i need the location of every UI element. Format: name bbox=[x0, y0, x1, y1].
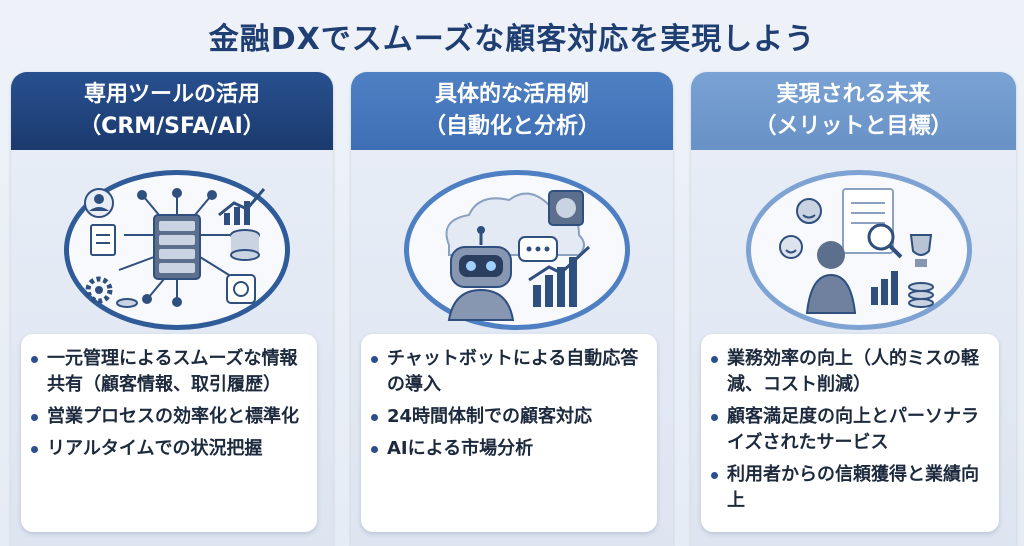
column-examples-heading: 具体的な活用例 bbox=[434, 82, 589, 107]
column-tools-heading: 専用ツールの活用 bbox=[83, 82, 260, 107]
list-item: 利用者からの信頼獲得と業績向上 bbox=[711, 462, 985, 514]
list-item: リアルタイムでの状況把握 bbox=[31, 436, 303, 462]
list-item: 営業プロセスの効率化と標準化 bbox=[31, 404, 303, 430]
column-examples-card: チャットボットによる自動応答の導入 24時間体制での顧客対応 AIによる市場分析 bbox=[361, 334, 657, 532]
list-item: チャットボットによる自動応答の導入 bbox=[371, 346, 643, 398]
column-examples-header: 具体的な活用例 （自動化と分析） bbox=[351, 72, 673, 150]
column-future-card: 業務効率の向上（人的ミスの軽減、コスト削減） 顧客満足度の向上とパーソナライズさ… bbox=[701, 334, 999, 532]
sparkle-icon bbox=[962, 486, 998, 522]
column-future-subheading: （メリットと目標） bbox=[754, 114, 953, 139]
list-item: 24時間体制での顧客対応 bbox=[371, 404, 643, 430]
list-item: 顧客満足度の向上とパーソナライズされたサービス bbox=[711, 404, 985, 456]
column-examples-subheading: （自動化と分析） bbox=[423, 114, 600, 139]
column-tools-card: 一元管理によるスムーズな情報共有（顧客情報、取引履歴） 営業プロセスの効率化と標… bbox=[21, 334, 317, 532]
list-item: 一元管理によるスムーズな情報共有（顧客情報、取引履歴） bbox=[31, 346, 303, 398]
server-network-icon bbox=[64, 170, 290, 330]
column-tools: 専用ツールの活用 （CRM/SFA/AI） bbox=[11, 72, 333, 546]
success-future-icon bbox=[745, 170, 972, 330]
column-tools-header: 専用ツールの活用 （CRM/SFA/AI） bbox=[11, 72, 333, 150]
column-future-heading: 実現される未来 bbox=[776, 82, 931, 107]
column-future-header: 実現される未来 （メリットと目標） bbox=[691, 72, 1016, 150]
column-examples: 具体的な活用例 （自動化と分析） チャットボットによる自動応答の導入 24時 bbox=[351, 72, 673, 546]
list-item: AIによる市場分析 bbox=[371, 436, 643, 462]
list-item: 業務効率の向上（人的ミスの軽減、コスト削減） bbox=[711, 346, 985, 398]
page-title: 金融DXでスムーズな顧客対応を実現しよう bbox=[208, 22, 816, 57]
column-tools-subheading: （CRM/SFA/AI） bbox=[79, 114, 265, 139]
column-future: 実現される未来 （メリットと目標） 業務効率の bbox=[691, 72, 1016, 546]
robot-chatbot-icon bbox=[404, 170, 630, 330]
